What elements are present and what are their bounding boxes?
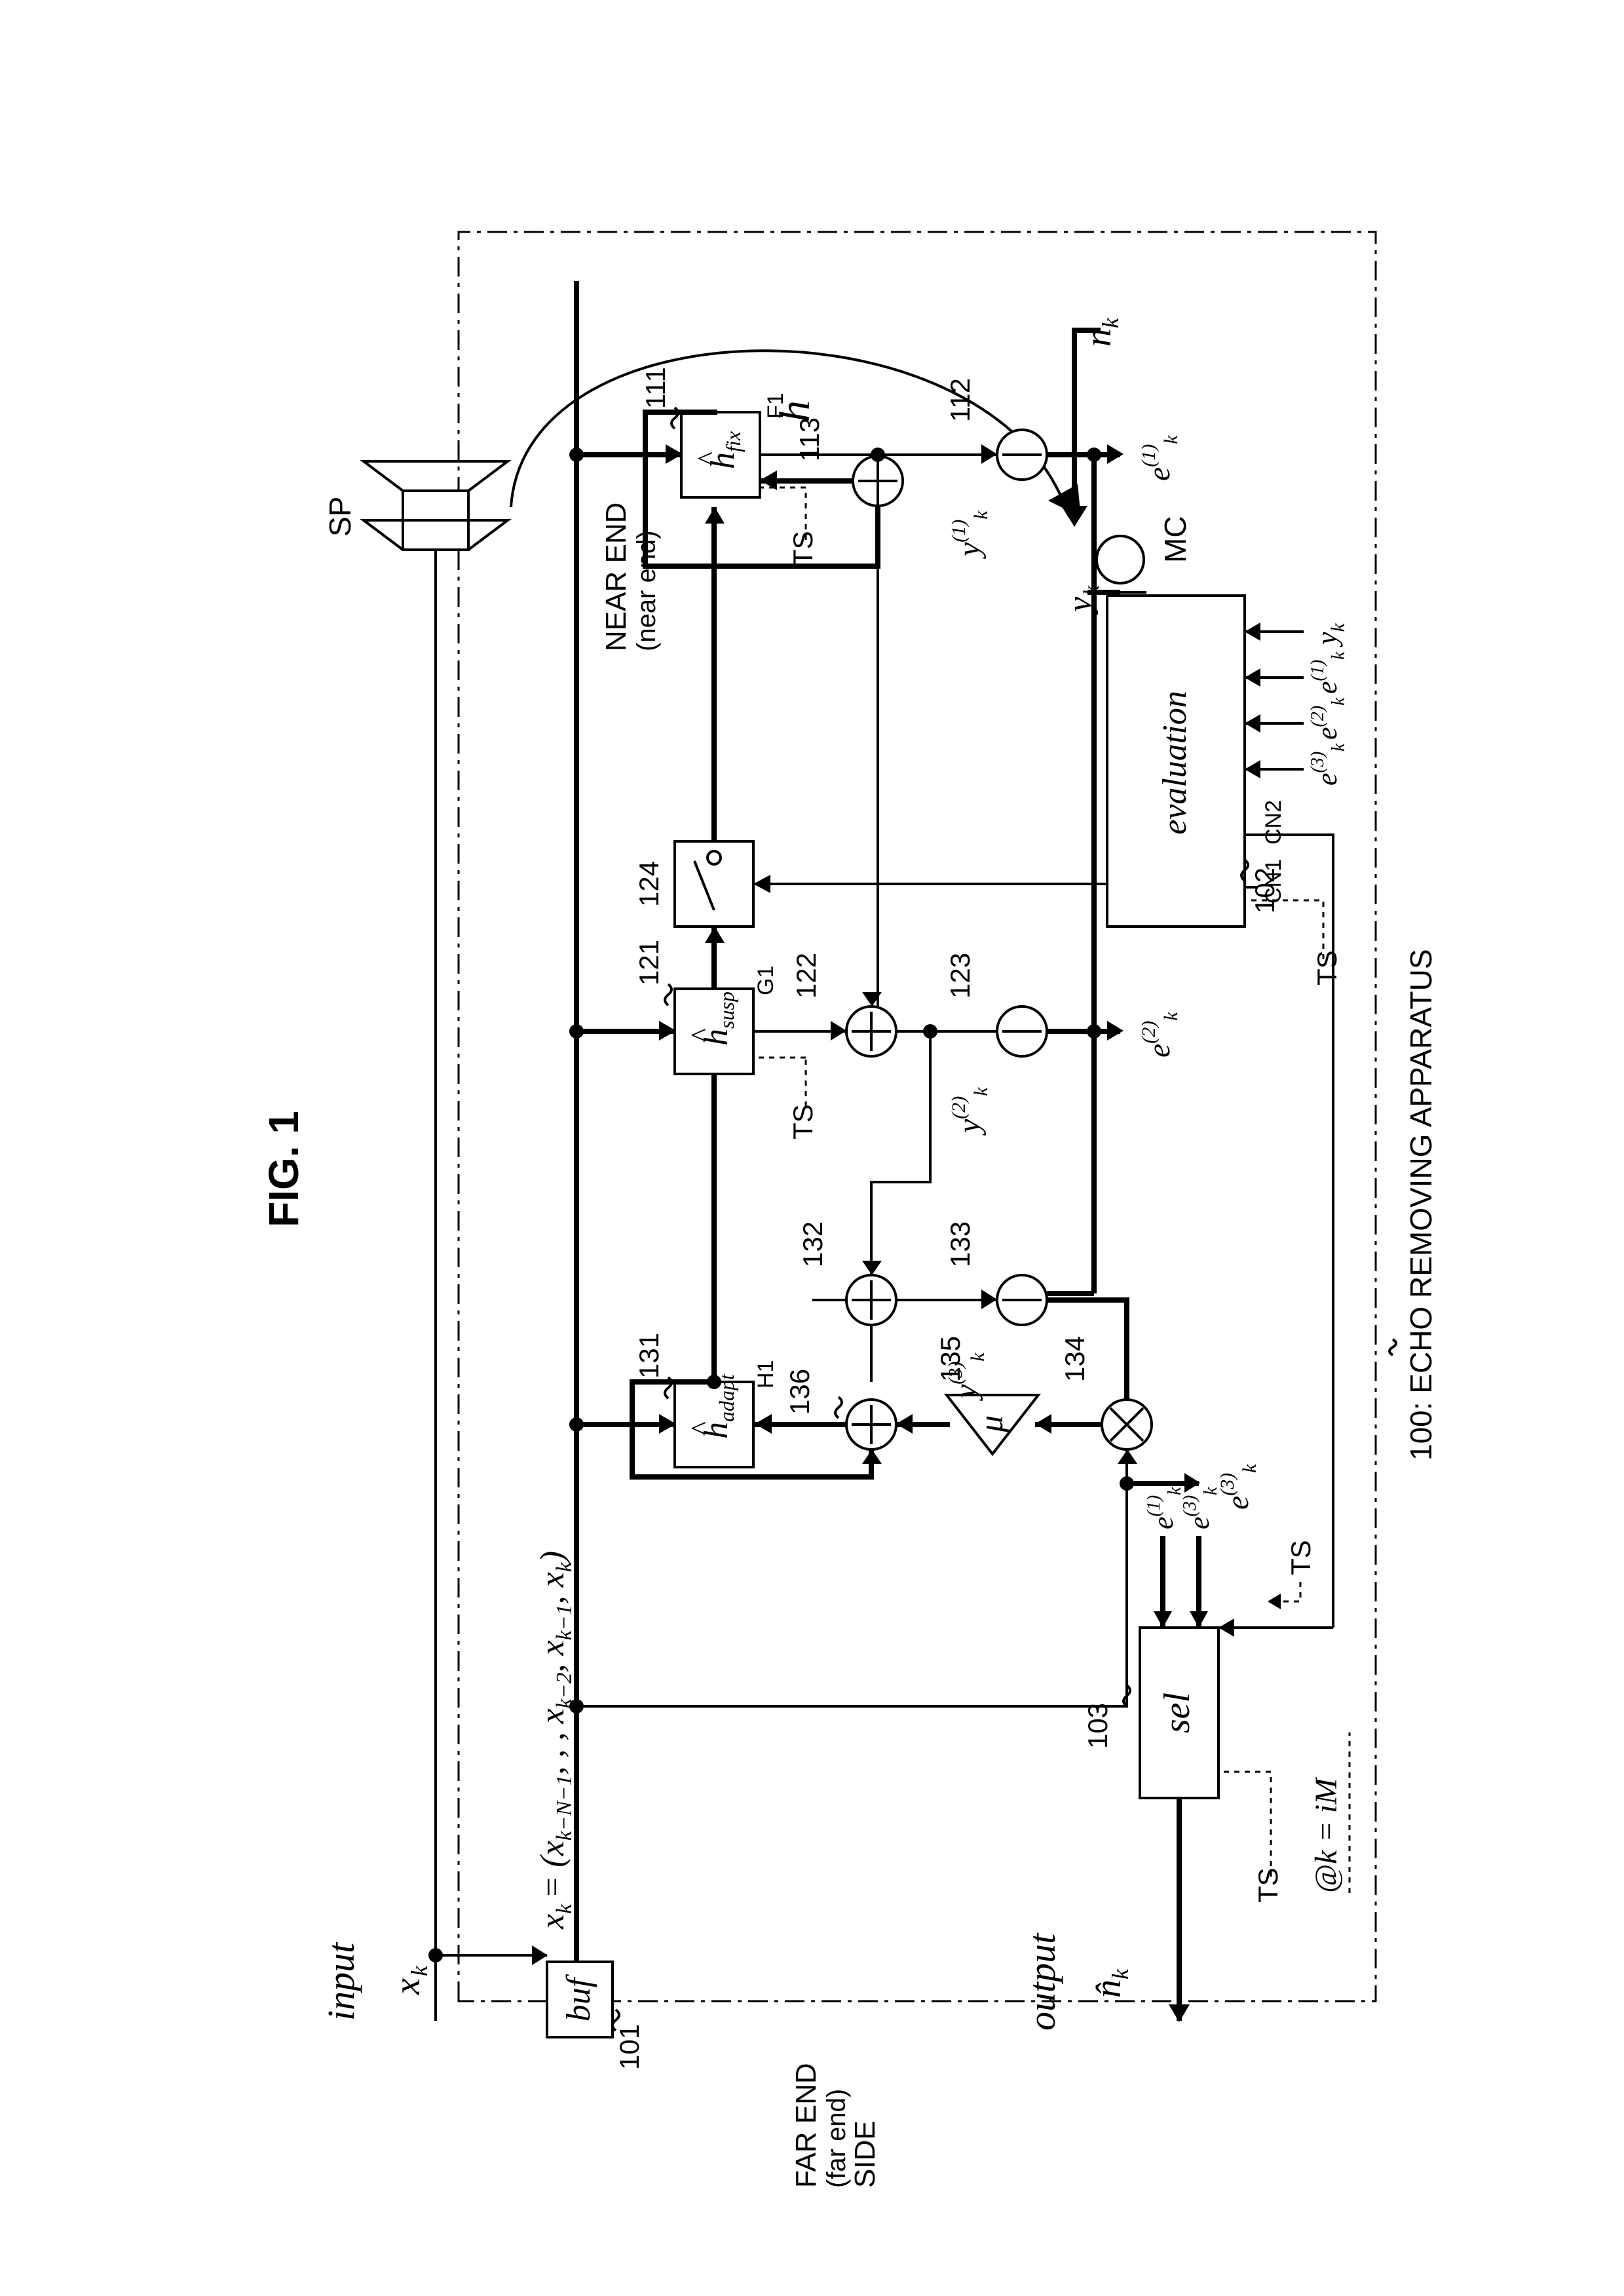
- hsusp-ref: 121: [633, 940, 664, 985]
- switch-ref: 124: [633, 861, 664, 907]
- ts-dots-sel-left: [1218, 1772, 1271, 1877]
- ts-label-sel-right: TS: [1285, 1540, 1316, 1575]
- arrow-into-adder113: [705, 507, 725, 524]
- ts-label-hfix: TS: [787, 531, 818, 566]
- y2-to-adder132: [871, 1031, 930, 1275]
- y1-hat-label: y(1)k: [948, 510, 992, 560]
- eval-in-e2-label: e(2)k: [1308, 697, 1349, 740]
- apparatus-label-tilde: [1389, 1339, 1396, 1355]
- sel-in-e1-label: e(1)k: [1144, 1487, 1185, 1529]
- ts-label-eval: TS: [1312, 950, 1342, 985]
- adder-122-ref: 122: [791, 953, 821, 999]
- microphone: [1097, 536, 1144, 583]
- output-signal-sub: k: [1107, 1968, 1133, 1980]
- arrow-into-adder132-right: [862, 1261, 882, 1275]
- echo-removing-diagram: FIG. 1 100: ECHO REMOVING APPARATUS inpu…: [260, 232, 1438, 2188]
- buf-ref: 101: [614, 2024, 645, 2070]
- e3-junction: [1120, 1476, 1134, 1491]
- arrow-into-sub112: [981, 444, 997, 464]
- eval-in-yk-label: yk: [1311, 622, 1349, 647]
- timing-label: @k = iM: [1309, 1776, 1344, 1893]
- e1-label: e(1)k: [1138, 435, 1182, 481]
- arrow-adder136-left: [862, 1449, 882, 1464]
- arrow-into-sub133: [981, 1290, 997, 1309]
- hfix-ref: 111: [640, 367, 671, 409]
- e2-label: e(2)k: [1138, 1012, 1182, 1058]
- arrow-e1: [1107, 444, 1124, 464]
- arrow-into-adder122: [831, 1021, 846, 1041]
- eval-in-e3-label: e(3)k: [1308, 743, 1349, 786]
- vector-bus-start: [576, 1425, 740, 1962]
- arrow-e3: [1184, 1473, 1200, 1493]
- far-end-sub-label: (far end): [822, 2089, 851, 2188]
- hadapt-ref: 131: [633, 1333, 664, 1379]
- buf-label: buf: [560, 1974, 597, 2021]
- arrow-eval-e2: [1245, 714, 1260, 733]
- speaker-cone-mouth: [364, 461, 508, 491]
- mic-label: MC: [1158, 516, 1192, 563]
- near-end-label: NEAR END: [600, 503, 632, 651]
- ts-dots-hsusp: [753, 1058, 806, 1107]
- subtractor-133-ref: 133: [945, 1221, 975, 1267]
- x-to-mul-junction: [569, 1699, 584, 1713]
- ts-label-sel-left: TS: [1253, 1867, 1283, 1903]
- arrow-ts-sel-right: [1268, 1594, 1281, 1609]
- yk-junction-112: [1087, 448, 1101, 462]
- arrow-mul-left: [1118, 1449, 1137, 1464]
- adder-136-ref-tilde: [835, 1397, 842, 1418]
- hsusp-ref-tilde: [665, 984, 671, 1005]
- hfix-output-label: F1: [763, 392, 788, 419]
- subtractor-123-ref: 123: [945, 953, 975, 999]
- arrow-eval-e1: [1245, 668, 1260, 687]
- apparatus-label: 100: ECHO REMOVING APPARATUS: [1404, 949, 1438, 1461]
- cn2-label: CN2: [1261, 800, 1286, 845]
- sel-label: sel: [1157, 1693, 1198, 1733]
- input-word: input: [320, 1942, 362, 2021]
- hsusp-output-label: G1: [753, 966, 778, 995]
- arrow-into-switch: [705, 927, 725, 943]
- cn1-label: CN1: [1261, 859, 1286, 904]
- arrow-sel-e3: [1190, 1611, 1208, 1628]
- arrow-cn1: [753, 875, 770, 893]
- acoustic-path-curve: [511, 351, 1068, 514]
- noise-arrow: [1061, 506, 1087, 527]
- arrow-eval-e3: [1245, 760, 1260, 778]
- vector-equation: xk= (xk−N−1, , , xk−2, xk−1, xk): [534, 1551, 576, 1930]
- arrow-mu-up: [896, 1414, 913, 1434]
- input-signal-sub: k: [406, 1965, 432, 1976]
- far-end-label: FAR END: [790, 2063, 822, 2188]
- e3-label: e(3)k: [1217, 1464, 1260, 1510]
- far-end-side-label: SIDE: [849, 2120, 881, 2188]
- arrow-eval-yk: [1245, 622, 1260, 641]
- ts-label-hsusp: TS: [787, 1104, 818, 1139]
- sel-in-e3-label: e(3)k: [1180, 1487, 1221, 1529]
- eval-in-e1-label: e(1)k: [1308, 651, 1349, 694]
- arrow-e2: [1107, 1021, 1124, 1041]
- input-signal: x: [387, 1978, 428, 1995]
- subtractor-112-ref: 112: [945, 378, 975, 422]
- mu-label: μ: [973, 1415, 1010, 1433]
- arrow-mul-up: [1035, 1414, 1051, 1434]
- arrow-cn2-sel: [1218, 1618, 1234, 1637]
- apparatus-boundary: [459, 232, 1376, 2001]
- sel-ref: 103: [1082, 1703, 1113, 1749]
- arrow-sel-e1: [1154, 1611, 1172, 1628]
- output-word: output: [1021, 1932, 1063, 2031]
- hadapt-output-label: H1: [753, 1360, 778, 1388]
- switch-contact: [708, 851, 721, 864]
- arrow-into-buf: [532, 1945, 548, 1965]
- speaker-label: SP: [323, 497, 357, 537]
- y2-hat-label: y(2)k: [948, 1087, 992, 1136]
- evaluation-label: evaluation: [1156, 691, 1194, 835]
- mul-input-x: [576, 1449, 1127, 1706]
- figure-title: FIG. 1: [260, 1111, 307, 1227]
- output-signal: n̂: [1088, 1980, 1129, 1998]
- arrow-adder136-up: [755, 1414, 772, 1434]
- multiplier-134-ref: 134: [1059, 1336, 1090, 1382]
- adder-132-ref: 132: [797, 1221, 828, 1267]
- adder-136-ref: 136: [784, 1369, 815, 1415]
- noise-label-sub: k: [1097, 317, 1124, 328]
- arrow-output: [1169, 2004, 1190, 2022]
